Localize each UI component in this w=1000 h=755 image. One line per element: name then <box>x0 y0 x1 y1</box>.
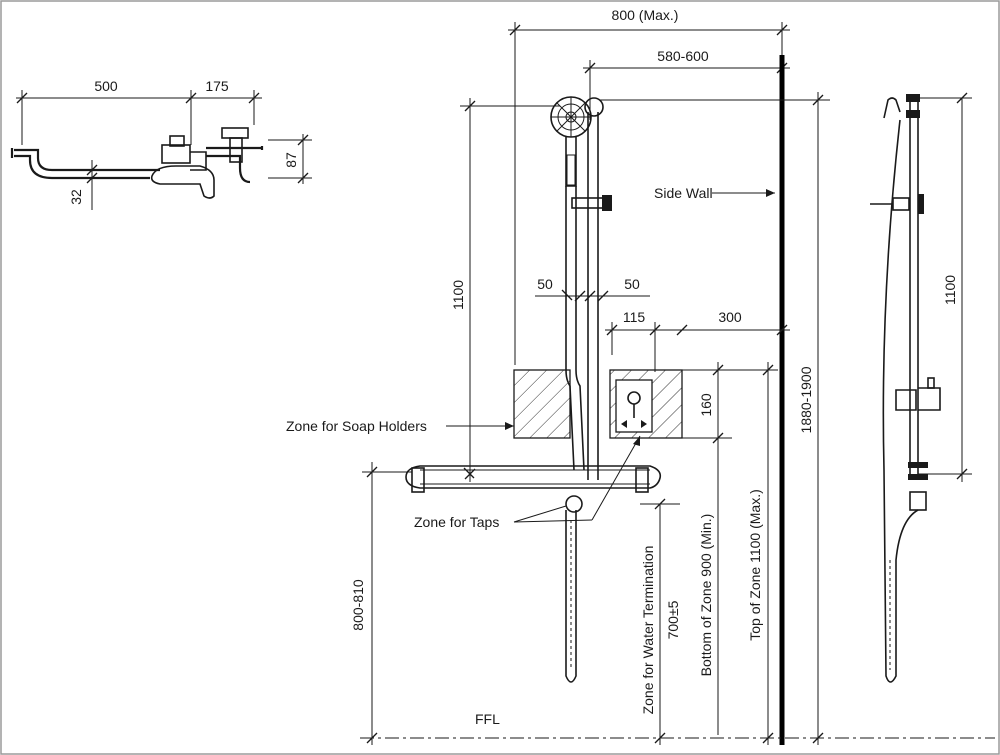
dim-gap-left: 50 <box>537 276 553 292</box>
dim-175: 175 <box>205 78 229 94</box>
label-tap-zone: Zone for Taps <box>414 514 499 530</box>
label-water-term: Zone for Water Termination <box>640 546 656 715</box>
label-water-term-val: 700±5 <box>665 600 681 639</box>
water-outlet <box>565 495 583 513</box>
soap-holder-zone <box>513 369 571 439</box>
label-side-wall: Side Wall <box>654 185 713 201</box>
label-top-zone: Top of Zone 1100 (Max.) <box>747 489 763 640</box>
side-hose <box>882 119 919 683</box>
dim-gap-right: 50 <box>624 276 640 292</box>
dim-500: 500 <box>94 78 118 94</box>
label-ffl: FFL <box>475 711 500 727</box>
grab-bar <box>405 465 662 489</box>
dim-width-max: 800 (Max.) <box>612 7 679 23</box>
dim-height-rail: 1100 <box>450 280 466 310</box>
dim-tap-width: 115 <box>623 309 646 325</box>
side-elevation: 1100 <box>870 92 972 683</box>
hand-shower <box>565 510 577 683</box>
dim-tap-offset: 300 <box>718 309 742 325</box>
label-bottom-zone: Bottom of Zone 900 (Min.) <box>698 514 714 677</box>
dim-zone-height: 160 <box>698 393 714 417</box>
label-soap-zone: Zone for Soap Holders <box>286 418 427 434</box>
dim-overall-height: 1880-1900 <box>798 366 814 433</box>
dim-side-height: 1100 <box>942 275 958 305</box>
dim-bar-height: 800-810 <box>350 579 366 631</box>
dim-rail-offset: 580-600 <box>657 48 709 64</box>
main-elevation: 800 (Max.) 580-600 Side Wall 1880-1900 1… <box>286 7 995 745</box>
dim-32: 32 <box>68 189 84 205</box>
dim-87: 87 <box>283 152 299 168</box>
plan-view: 500 175 87 32 <box>10 78 312 210</box>
